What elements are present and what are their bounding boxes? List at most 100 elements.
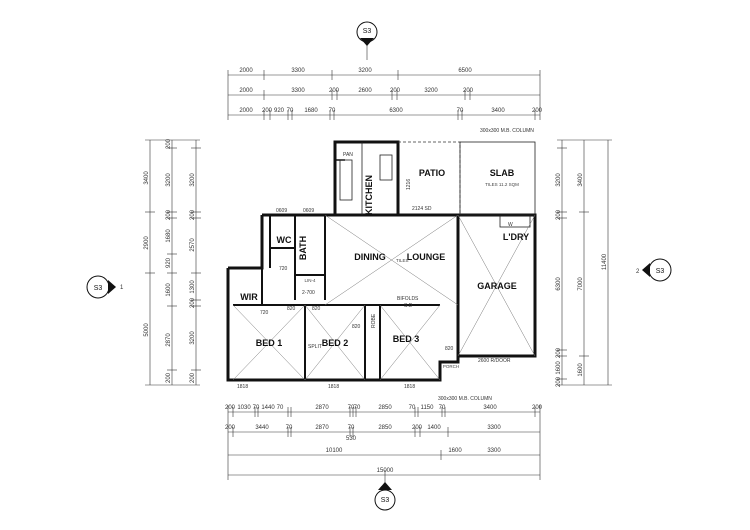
dim-left-inner-6: 200: [190, 372, 196, 383]
dim-left-mid-0: 200: [166, 138, 172, 149]
dim-bottom-4: 15000: [377, 468, 394, 474]
section-marker-left-sub: 1: [120, 285, 124, 291]
section-marker-bottom: S3: [374, 470, 396, 511]
dim-bottom-2-8: 3300: [487, 425, 501, 431]
dim-bottom-2-3: 2870: [315, 425, 329, 431]
note-720-a: 720: [279, 266, 288, 272]
dim-left-outer-2: 5000: [144, 323, 150, 337]
note-column-bottom: 300x300 M.B. COLUMN: [438, 396, 492, 402]
room-slab-sub: TILES 11.2 SQM: [485, 182, 519, 187]
section-marker-right: S3 2: [636, 258, 672, 282]
note-sd-2124: 2124 SD: [412, 206, 432, 212]
dim-left-mid-11: 200: [166, 372, 172, 383]
room-garage: GARAGE: [477, 281, 517, 291]
note-0609-b: 0609: [303, 208, 314, 214]
room-slab: SLAB: [490, 168, 515, 178]
note-820-c: 820: [352, 324, 361, 330]
dim-top-1-2: 3200: [358, 68, 372, 74]
dimensions-left: 3400 2900 5000 200 3200 200 1680 920 160…: [144, 138, 201, 386]
dim-top-2-0: 2000: [239, 88, 253, 94]
dim-bottom-3-0: 10100: [326, 448, 343, 454]
section-marker-left-label: S3: [94, 285, 103, 292]
room-patio: PATIO: [419, 168, 445, 178]
dim-bottom-2-7: 1400: [427, 425, 441, 431]
room-bed2: BED 2: [322, 338, 349, 348]
dim-top-2-5: 3200: [424, 88, 438, 94]
plan-notes: 300x300 M.B. COLUMN 300x300 M.B. COLUMN …: [237, 128, 534, 402]
room-linen: LIN-4: [304, 278, 316, 283]
note-720-b: 720: [260, 310, 269, 316]
dim-left-inner-2: 2570: [190, 238, 196, 252]
dim-top-3-4: 1680: [304, 108, 318, 114]
note-pan: PAN: [343, 152, 353, 158]
dim-left-outer-0: 3400: [144, 171, 150, 185]
dim-left-inner-3: 1300: [190, 280, 196, 294]
dim-left-outer-1: 2900: [144, 236, 150, 250]
dim-bottom-1-0: 200: [225, 405, 236, 411]
note-0609-a: 0609: [276, 208, 287, 214]
note-820-d: 820: [445, 346, 454, 352]
dim-bottom-1-4: 70: [277, 405, 284, 411]
dim-top-3-5: 70: [329, 108, 336, 114]
dim-bottom-2-4: 70: [348, 425, 355, 431]
dim-top-3-2: 920: [274, 108, 285, 114]
room-lounge: LOUNGE: [407, 252, 446, 262]
dim-top-3-9: 200: [532, 108, 543, 114]
note-robe: ROBE: [371, 313, 377, 328]
dim-top-1-0: 2000: [239, 68, 253, 74]
dim-bottom-2-6: 200: [412, 425, 423, 431]
dim-bottom-3-2: 3300: [487, 448, 501, 454]
dim-bottom-2-5: 2850: [378, 425, 392, 431]
dim-bottom-1-2: 70: [253, 405, 260, 411]
dimensions-right: 3200 200 6300 200 1600 200 3400 7000 160…: [556, 139, 612, 387]
dim-top-3-3: 70: [287, 108, 294, 114]
dim-bottom-1-10: 1150: [421, 405, 435, 411]
dim-left-mid-6: 920: [166, 257, 172, 268]
dim-bottom-1-6: 70: [348, 405, 355, 411]
dim-left-inner-0: 3200: [190, 173, 196, 187]
note-820-b: 820: [312, 306, 321, 312]
dim-right-inner-3: 200: [556, 347, 562, 358]
dimensions-top: 2000 3300 3200 6500 2000 3300 200 2600 2…: [227, 68, 543, 120]
dim-top-3-1: 200: [262, 108, 273, 114]
dim-right-inner-4: 1600: [556, 361, 562, 375]
note-sd: S.D: [404, 303, 413, 309]
room-kitchen: KITCHEN: [364, 175, 374, 215]
dim-left-inner-5: 3200: [190, 331, 196, 345]
dim-right-inner-1: 200: [556, 209, 562, 220]
note-rodoor: 2600 R/DOOR: [478, 358, 511, 364]
dim-bottom-1-5: 2870: [315, 405, 329, 411]
note-tiles: TILES: [396, 258, 409, 263]
note-2-700: 2-700: [302, 290, 315, 296]
dim-right-inner-0: 3200: [556, 173, 562, 187]
note-1818-c: 1818: [404, 384, 415, 390]
dim-right-mid-2: 1600: [578, 363, 584, 377]
dim-right-inner-2: 6300: [556, 277, 562, 291]
section-marker-left: S3 1: [86, 275, 124, 299]
dim-bottom-1-9: 70: [409, 405, 416, 411]
dim-bottom-1-1: 1030: [237, 405, 251, 411]
dim-left-mid-1: 3200: [166, 173, 172, 187]
room-laundry: L'DRY: [503, 232, 529, 242]
dim-bottom-1-3: 1440: [261, 405, 275, 411]
note-ws: W: [508, 222, 513, 228]
dim-bottom-1-11: 70: [439, 405, 446, 411]
dim-left-inner-1: 200: [190, 209, 196, 220]
room-bed1: BED 1: [256, 338, 283, 348]
dim-left-mid-4: 1680: [166, 229, 172, 243]
dim-top-3-0: 2000: [239, 108, 253, 114]
dim-top-3-7: 70: [457, 108, 464, 114]
note-1818-a: 1818: [237, 384, 248, 390]
section-marker-top: S3: [356, 21, 378, 60]
dim-bottom-2-1: 3440: [255, 425, 269, 431]
room-bed3: BED 3: [393, 334, 420, 344]
room-bath: BATH: [298, 236, 308, 260]
dim-bottom-1-7: 70: [354, 405, 361, 411]
dim-right-inner-5: 200: [556, 376, 562, 387]
dim-bottom-2-2: 70: [286, 425, 293, 431]
dim-top-2-2: 200: [329, 88, 340, 94]
dim-right-mid-0: 3400: [578, 173, 584, 187]
dim-bottom-2-sub: 530: [346, 436, 357, 442]
dim-top-2-1: 3300: [291, 88, 305, 94]
